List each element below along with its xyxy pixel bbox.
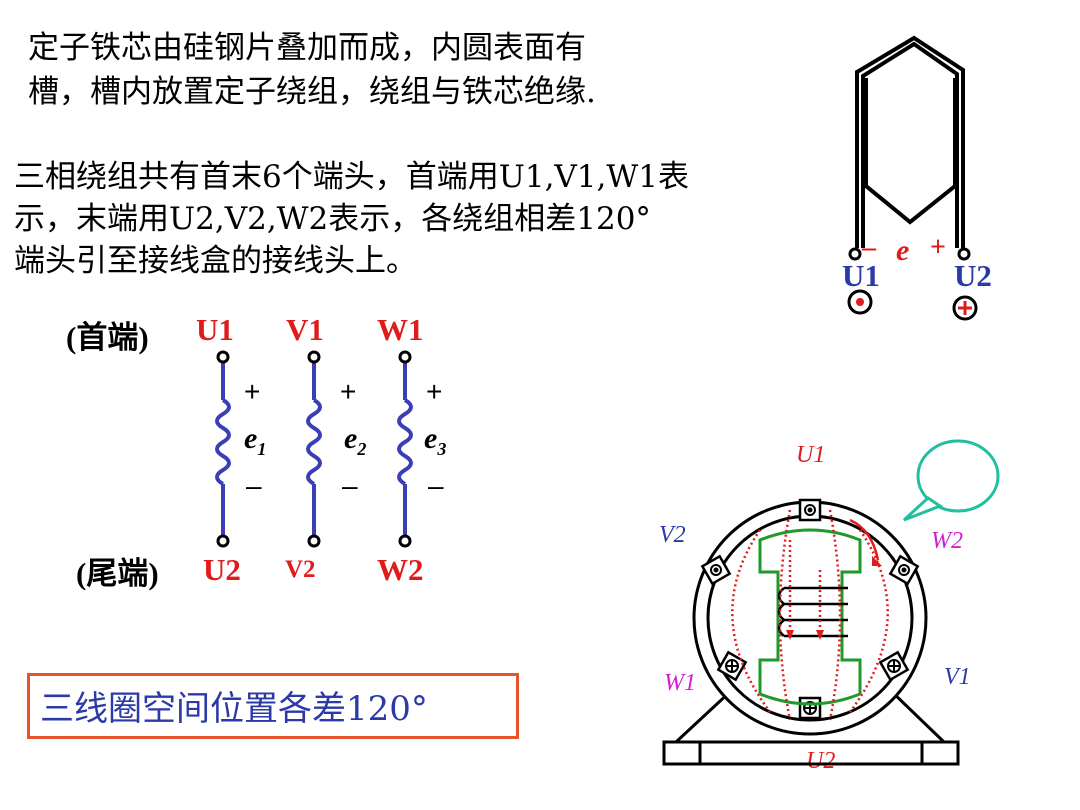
stator-label-w1: W1 [664,670,696,696]
paragraph-three-phase: 三相绕组共有首末6个端头，首端用U1,V1,W1表 示，末端用U2,V2,W2表… [14,156,689,282]
stator-callout [902,439,1000,522]
terminal-dots [216,350,412,548]
stator-label-v2: V2 [659,522,686,548]
coil-plus: + [930,232,946,263]
coil-terminal-u1: U1 [842,258,880,293]
plus-sign: + [340,376,357,407]
minus-sign: – [246,470,262,501]
winding-coils [215,362,413,536]
stator-label-v1: V1 [944,664,971,690]
flux-lines [731,509,889,721]
coil-v [306,362,322,536]
rotation-arrow [849,518,880,561]
slot-markers [710,504,910,715]
tail-label: (尾端) [76,556,159,591]
note-box [27,673,519,739]
terminal-w2: W2 [377,552,424,587]
emf-e3: e3 [424,422,447,459]
rotor-pole [758,528,862,706]
paragraph-stator-core: 定子铁芯由硅钢片叠加而成，内圆表面有 槽，槽内放置定子绕组，绕组与铁芯绝缘. [28,26,596,114]
terminal-v1: V1 [286,312,324,347]
text-line: 三相绕组共有首末6个端头，首端用U1,V1,W1表 [14,159,689,195]
coil-minus: – [862,232,876,263]
current-symbols [847,289,978,321]
motor-base [662,688,960,766]
coil-emf: e [896,234,910,267]
coil-w [397,362,413,536]
terminal-w1: W1 [377,312,424,347]
emf-e2: e2 [344,422,367,459]
emf-e1: e1 [244,422,267,459]
text-line: 槽，槽内放置定子绕组，绕组与铁芯绝缘. [28,74,596,110]
rotor-windings [777,586,848,638]
terminal-v2: V2 [285,556,316,583]
single-coil-terminals [848,247,971,261]
terminal-u1: U1 [196,312,234,347]
text-line: 定子铁芯由硅钢片叠加而成，内圆表面有 [28,30,586,66]
stator-label-u1: U1 [796,442,826,468]
coil-u [215,362,231,536]
stator-label-w2: W2 [931,528,963,554]
minus-sign: – [342,470,358,501]
terminal-u2: U2 [203,552,241,587]
minus-sign: – [428,470,444,501]
flux-arrows [786,556,882,640]
text-line: 示，末端用U2,V2,W2表示，各绕组相差120° [14,201,651,237]
head-label: (首端) [66,320,149,355]
plus-sign: + [426,376,443,407]
stator-label-u2: U2 [806,748,836,774]
single-coil [855,35,965,248]
coil-terminal-u2: U2 [954,258,992,293]
plus-sign: + [244,376,261,407]
text-line: 端头引至接线盒的接线头上。 [14,243,417,279]
note-text: 三线圈空间位置各差120° [40,689,428,729]
